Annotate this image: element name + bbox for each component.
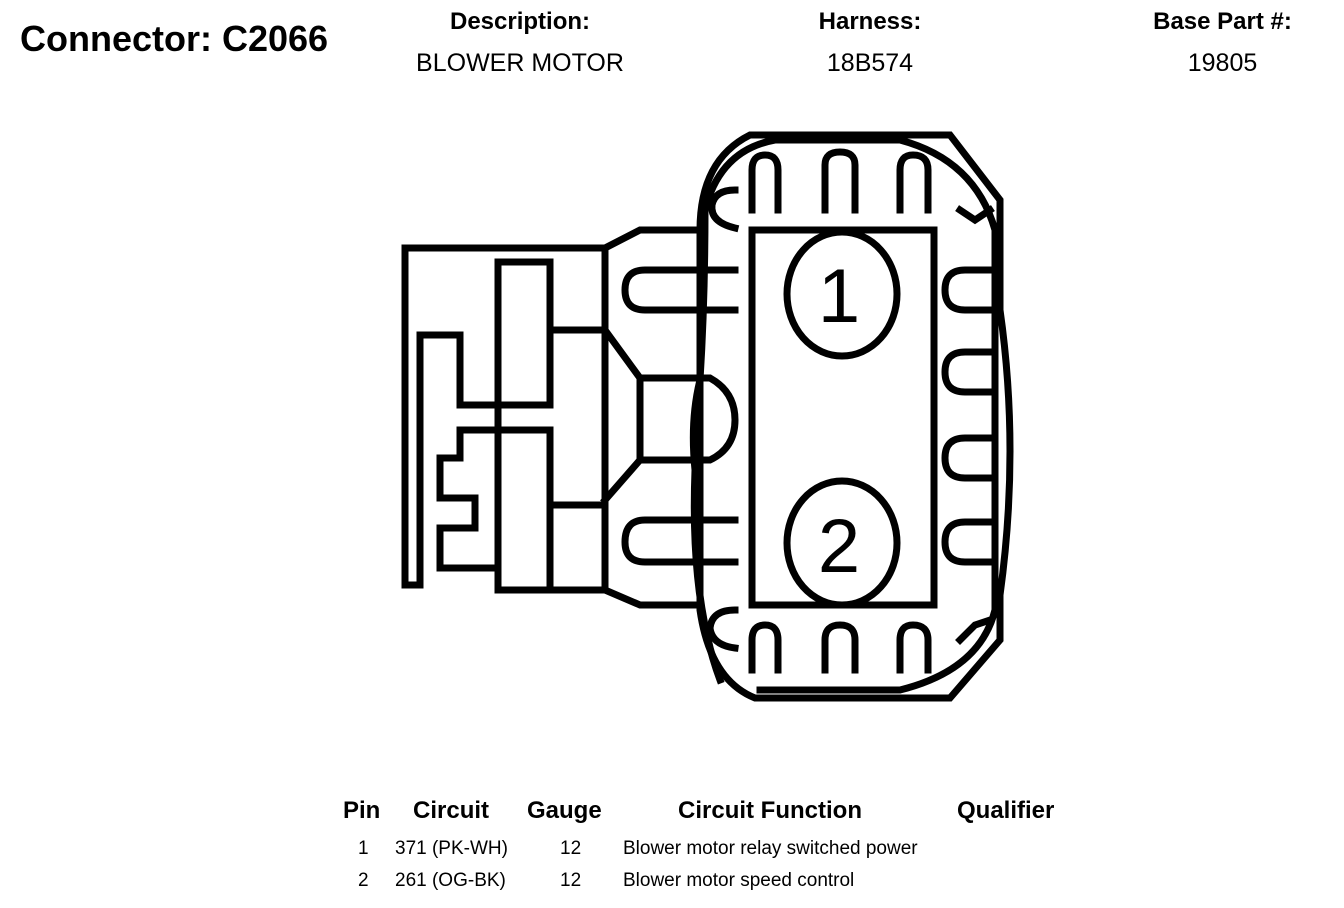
latch-bridge-4 [600, 585, 704, 609]
connector-outer-body [696, 131, 1014, 702]
right-rib-3 [941, 434, 999, 482]
bottom-rib-2 [821, 621, 859, 674]
description-block: Description: BLOWER MOTOR [395, 8, 645, 78]
harness-block: Harness: 18B574 [770, 8, 970, 78]
bottom-rib-3 [896, 621, 932, 674]
top-rib-4 [955, 205, 995, 225]
latch-rib-lower [621, 516, 739, 566]
pin-2-label: 2 [818, 504, 860, 589]
col-header-function: Circuit Function [678, 797, 862, 824]
latch-frame-right [494, 244, 609, 594]
top-rib-2 [821, 148, 859, 214]
latch-upper-block [546, 258, 609, 334]
latch-bridge [600, 226, 704, 253]
row-pin: 2 [358, 870, 369, 891]
base-part-label: Base Part #: [1153, 8, 1292, 35]
latch-center-tab [636, 374, 739, 464]
row-circuit: 371 (PK-WH) [395, 838, 508, 859]
row-pin: 1 [358, 838, 369, 859]
connector-title: Connector: C2066 [20, 18, 329, 59]
latch-rib-upper [621, 266, 739, 314]
latch-lower-block [456, 426, 554, 594]
top-rib-3 [896, 151, 932, 214]
right-rib-1 [941, 266, 999, 314]
pin-1-ring [783, 228, 901, 360]
row-circuit: 261 (OG-BK) [395, 870, 506, 891]
pin-1-label: 1 [818, 254, 860, 339]
latch-bridge-3 [600, 455, 645, 505]
pin-2-ring [783, 477, 901, 609]
top-rib-1 [748, 151, 782, 214]
row-function: Blower motor relay switched power [623, 838, 918, 859]
left-rib-upper [708, 186, 740, 233]
harness-value: 18B574 [826, 49, 914, 77]
description-label: Description: [449, 8, 590, 35]
latch-outer-frame [401, 244, 609, 589]
bottom-rib-4 [955, 615, 995, 645]
col-header-gauge: Gauge [527, 797, 602, 824]
latch-bridge-2 [600, 325, 645, 383]
col-header-pin: Pin [343, 797, 381, 824]
latch-teeth [436, 426, 502, 572]
bottom-rib-1 [748, 621, 782, 674]
base-part-value: 19805 [1187, 49, 1258, 77]
col-header-circuit: Circuit [413, 797, 490, 824]
col-header-qualifier: Qualifier [957, 797, 1055, 824]
row-function: Blower motor speed control [623, 870, 855, 891]
connector-inner-shell [689, 136, 999, 694]
description-value: BLOWER MOTOR [416, 49, 624, 77]
right-rib-2 [941, 348, 999, 396]
row-gauge: 12 [560, 838, 582, 859]
harness-label: Harness: [818, 8, 922, 35]
left-rib-lower [706, 606, 739, 652]
right-rib-4 [941, 518, 999, 566]
row-gauge: 12 [560, 870, 582, 891]
base-part-block: Base Part #: 19805 [1120, 8, 1325, 78]
